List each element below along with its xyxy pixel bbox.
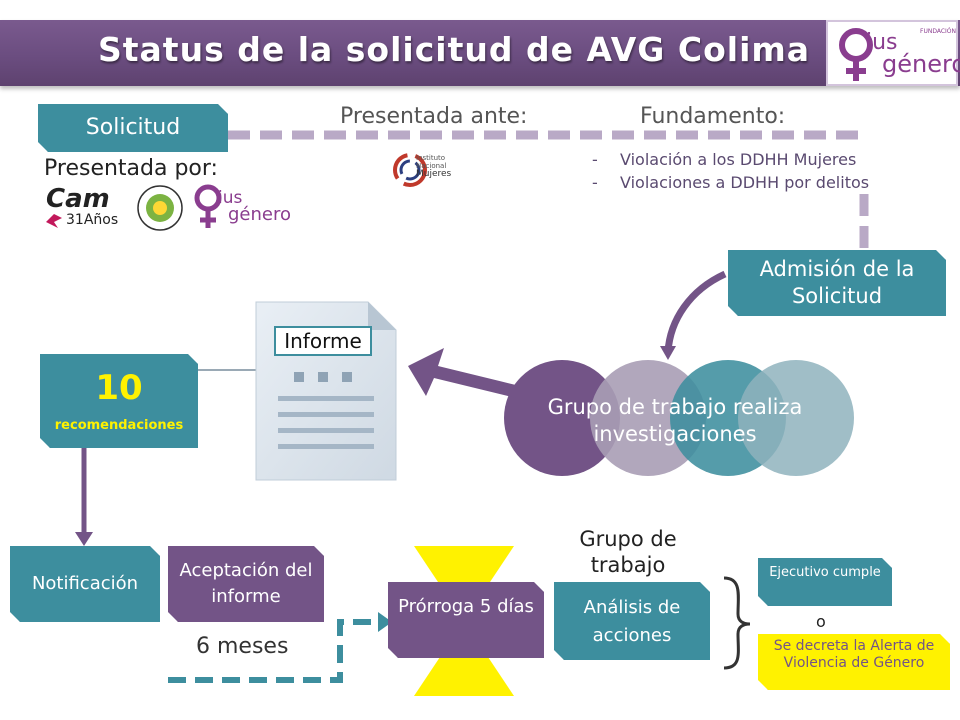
fundamento-label: Fundamento:	[640, 104, 786, 129]
solicitud-label: Solicitud	[85, 115, 181, 140]
derechos-humanos-colima-seal-icon	[136, 184, 184, 232]
venus-symbol-icon	[839, 28, 873, 81]
analisis-box: Análisis de acciones	[554, 582, 710, 660]
bracket	[723, 576, 751, 670]
logo-ius-text: ius	[866, 30, 898, 55]
analisis-label: Análisis de acciones	[583, 597, 681, 646]
prorroga-box: Prórroga 5 días	[388, 582, 544, 658]
admision-box: Admisión de la Solicitud	[728, 250, 946, 316]
recomendaciones-number: 10	[95, 368, 143, 408]
solicitud-box: Solicitud	[38, 104, 228, 152]
dashed-connector-bottom	[168, 619, 380, 683]
fundamentos-list: -Violación a los DDHH Mujeres -Violacion…	[592, 148, 869, 194]
aceptacion-label: Aceptación del informe	[179, 560, 313, 607]
ejecutivo-box: Ejecutivo cumple	[758, 558, 892, 606]
circle-lavender	[590, 360, 706, 476]
logo-genero-text: género	[882, 50, 960, 78]
ius-genero-logo-small: ius género	[186, 180, 296, 234]
notificacion-label: Notificación	[31, 573, 139, 594]
grupo-circles	[504, 360, 854, 476]
inmujeres-emblem-icon	[393, 153, 427, 187]
circle-light-teal	[738, 360, 854, 476]
logo-fundacion-text: FUNDACIÓN	[920, 28, 957, 35]
recomendaciones-label: recomendaciones	[54, 418, 184, 433]
header-bar	[0, 20, 960, 86]
presentada-ante-label: Presentada ante:	[340, 104, 528, 129]
arrow-to-informe-icon	[408, 348, 520, 398]
grupo-label: Grupo de trabajo realiza investigaciones	[547, 395, 803, 446]
circle-purple	[504, 360, 620, 476]
cam-bird-icon	[46, 214, 62, 228]
admision-label: Admisión de la Solicitud	[759, 257, 915, 308]
presentada-por-label: Presentada por:	[44, 156, 218, 181]
curved-arrow-admision	[664, 270, 727, 353]
fundamento-item: -Violación a los DDHH Mujeres	[592, 150, 857, 169]
seis-meses-label: 6 meses	[196, 634, 289, 659]
venus-symbol-small-icon	[194, 184, 222, 228]
o-label: o	[816, 612, 826, 631]
fundamento-item: -Violaciones a DDHH por delitos	[592, 173, 870, 192]
page-title: Status de la solicitud de AVG Colima	[98, 30, 811, 69]
ejecutivo-label: Ejecutivo cumple	[769, 565, 881, 580]
inmujeres-logo: Instituto Nacional Mujeres	[392, 152, 464, 188]
ius-genero-logo: FUNDACIÓN ius género	[826, 20, 960, 86]
aceptacion-box: Aceptación del informe	[168, 546, 324, 622]
cam-logo: Cam 31Años	[46, 184, 119, 228]
informe-label: Informe	[284, 329, 362, 353]
notificacion-box: Notificación	[10, 546, 160, 622]
alerta-label: Se decreta la Alerta de Violencia de Gén…	[773, 638, 935, 671]
grupo-de-trabajo-label: Grupo de trabajo	[579, 527, 677, 577]
prorroga-label: Prórroga 5 días	[398, 596, 534, 617]
alerta-box: Se decreta la Alerta de Violencia de Gén…	[758, 634, 950, 690]
recomendaciones-box: 10 recomendaciones	[40, 354, 198, 448]
informe-label-box: Informe	[274, 326, 372, 356]
